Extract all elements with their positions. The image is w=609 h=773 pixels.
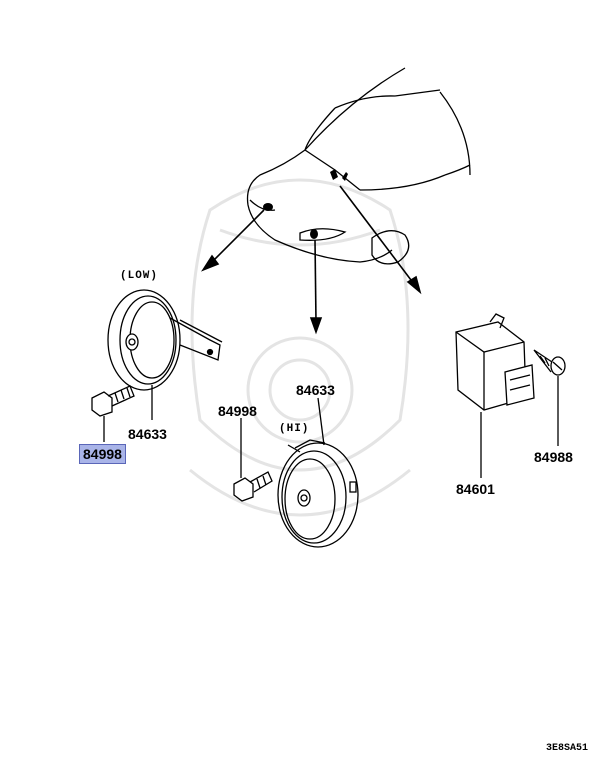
label-hi: (HI) — [279, 423, 310, 435]
bolt-mid-drawing — [233, 418, 273, 502]
relay-drawing — [455, 313, 535, 478]
part-number-bolt-mid[interactable]: 84998 — [218, 403, 257, 419]
part-number-relay[interactable]: 84601 — [456, 481, 495, 497]
screw-drawing — [533, 349, 566, 446]
label-low: (LOW) — [120, 270, 159, 282]
part-number-horn-low[interactable]: 84633 — [128, 426, 167, 442]
diagram-code: 3E8SA51 — [546, 743, 589, 754]
part-number-bolt-left-highlighted[interactable]: 84998 — [79, 444, 126, 464]
horn-hi-drawing — [277, 397, 359, 548]
part-number-horn-hi[interactable]: 84633 — [296, 382, 335, 398]
horn-low-drawing — [107, 289, 223, 420]
car-mount-marks — [263, 169, 348, 239]
car-outline — [246, 67, 471, 265]
watermark-emblem — [189, 178, 411, 517]
part-number-screw[interactable]: 84988 — [534, 449, 573, 465]
bolt-left-drawing — [91, 385, 135, 442]
leader-arrows — [200, 185, 422, 335]
